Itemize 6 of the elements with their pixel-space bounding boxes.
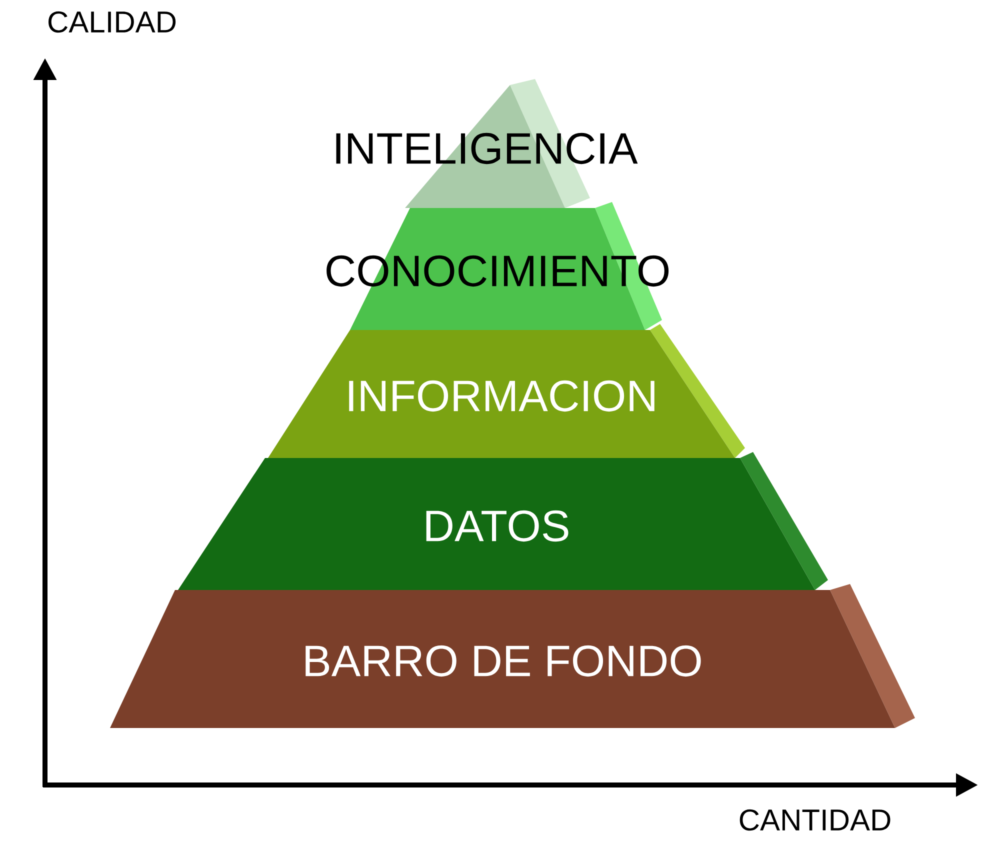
pyramid-level: INTELIGENCIA — [336, 79, 638, 208]
pyramid-level: DATOS — [178, 452, 828, 590]
axis-label: CANTIDAD — [740, 809, 890, 831]
pyramid-level: BARRO DE FONDO — [110, 584, 915, 728]
pyramid-level: INFORMACION — [268, 324, 745, 458]
axis-label: CALIDAD — [48, 11, 176, 33]
